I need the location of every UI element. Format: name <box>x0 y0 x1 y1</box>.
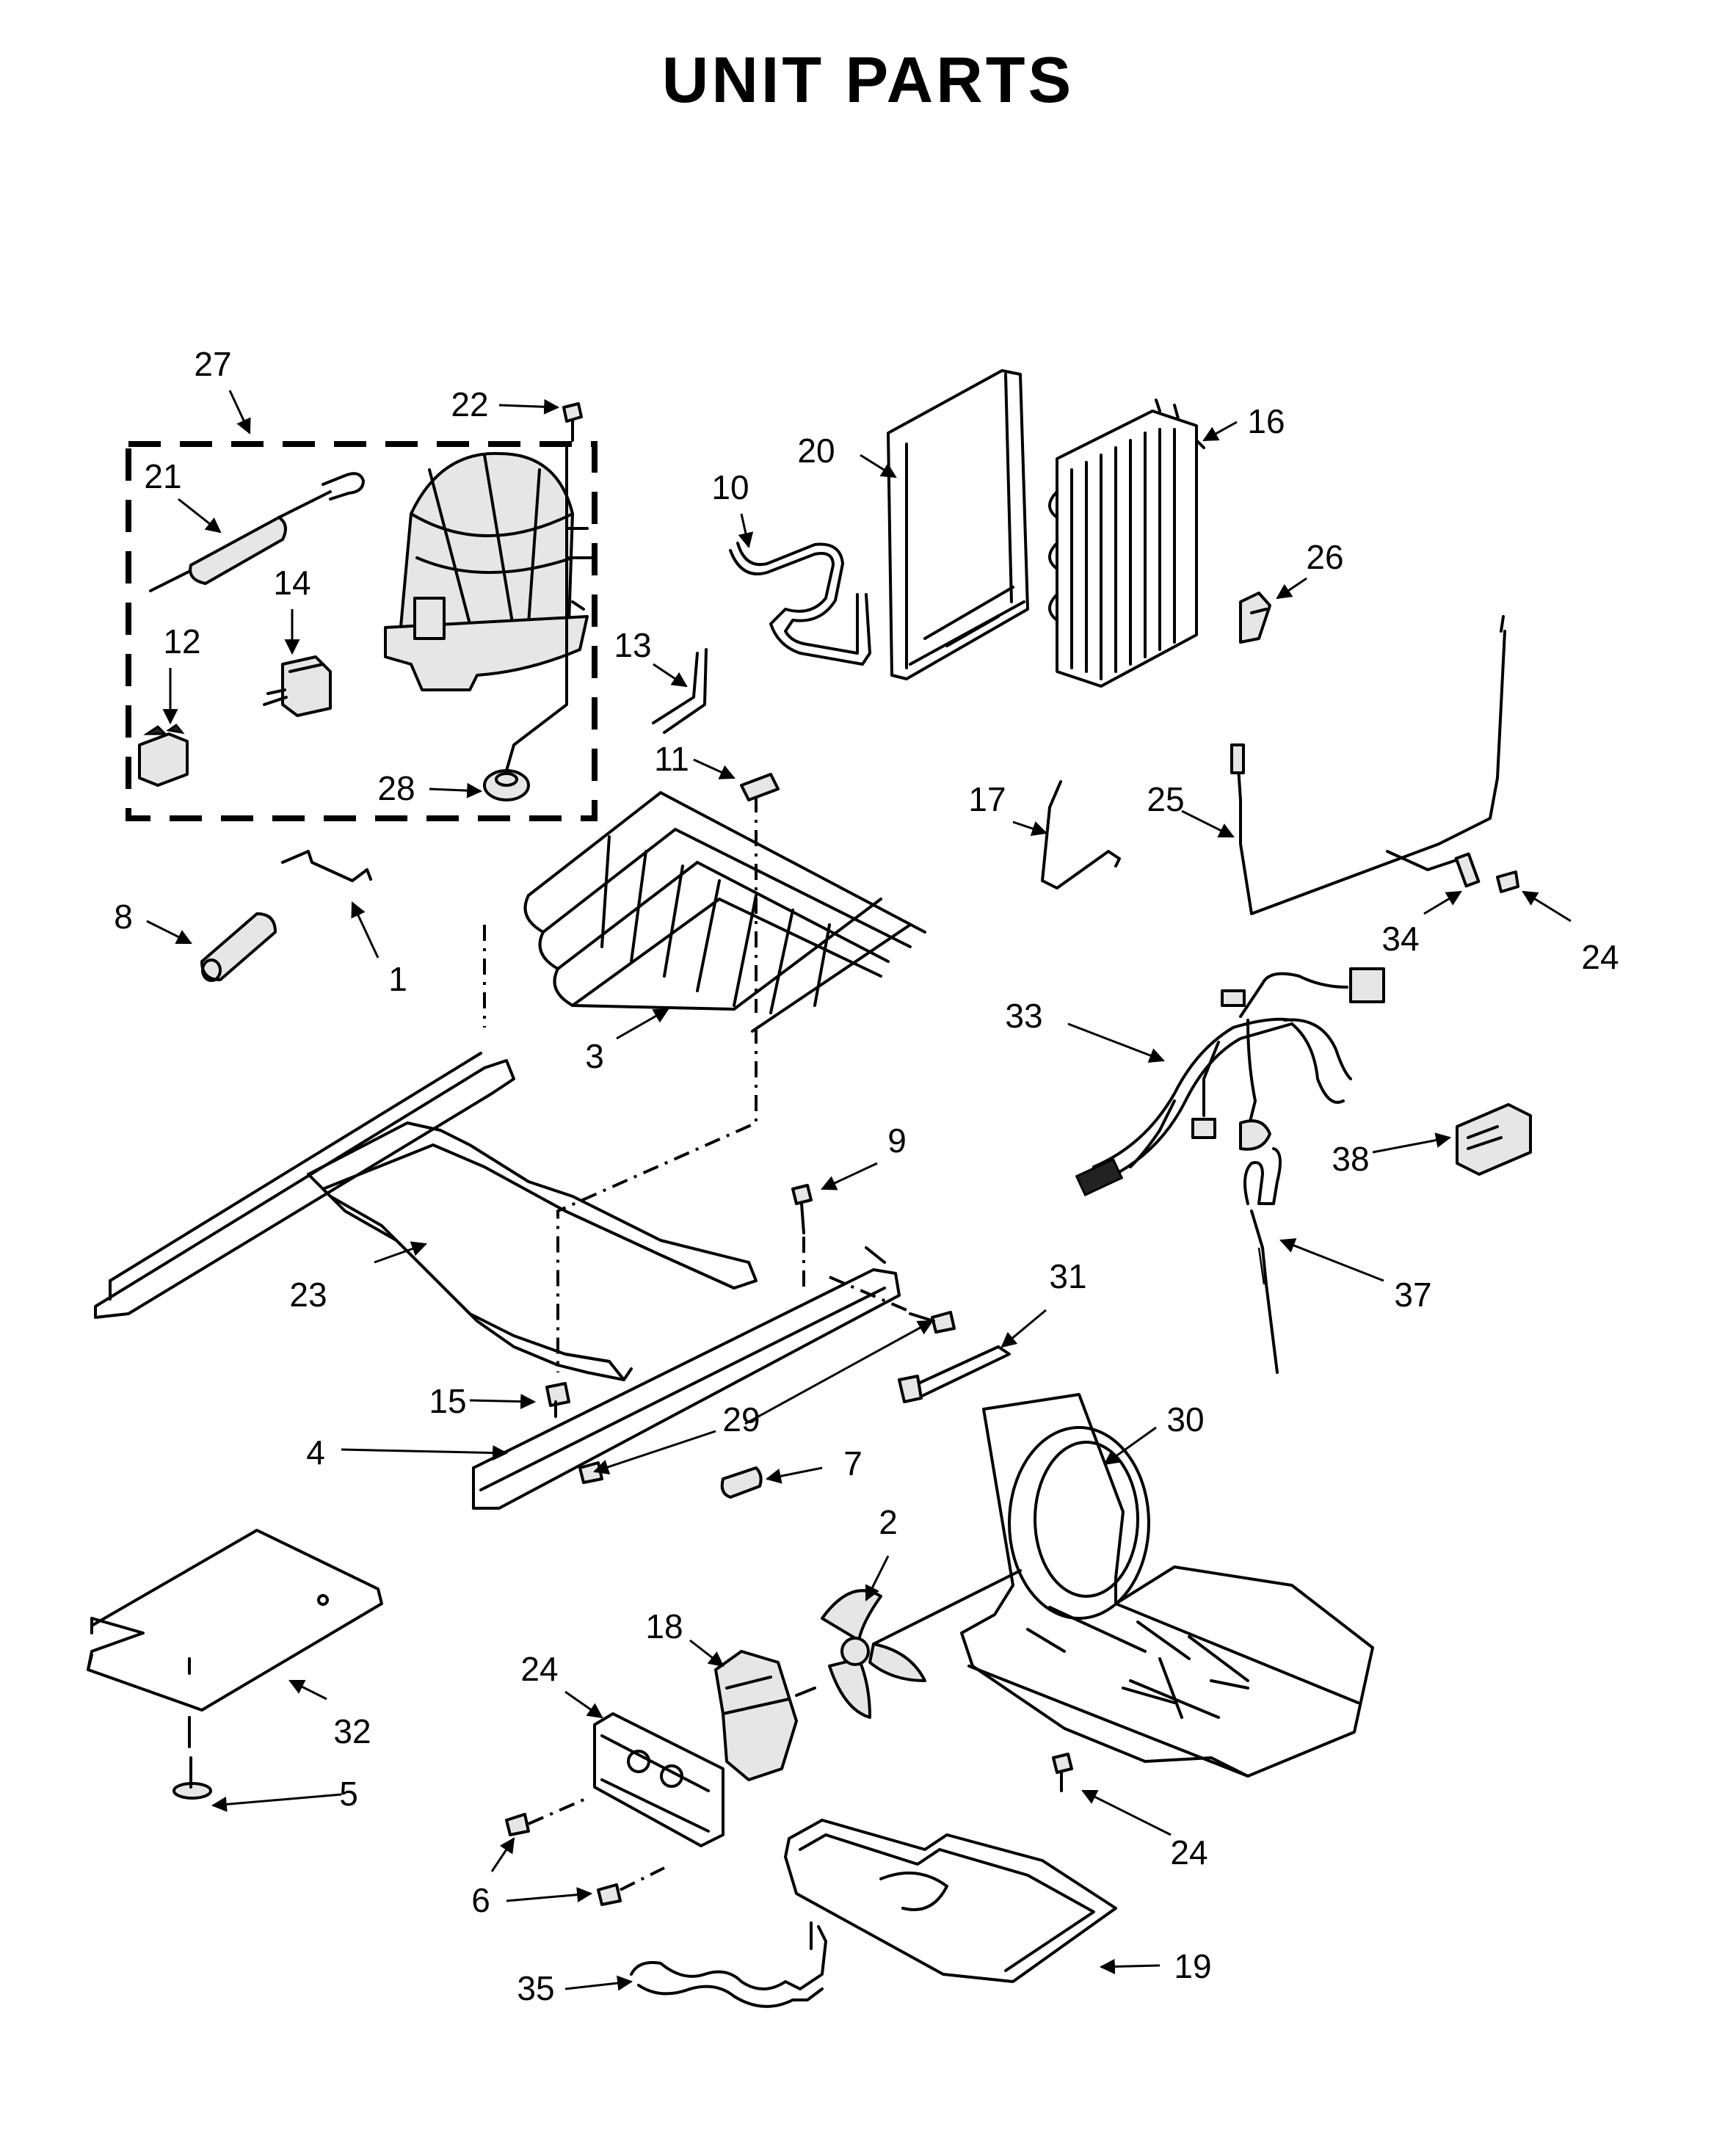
screw-6a-part <box>505 1797 588 1836</box>
evaporator-coil-part <box>523 791 926 1033</box>
drain-pan-part <box>784 1819 1117 1983</box>
compressor-kit-outline <box>126 441 598 821</box>
callout-37: 37 <box>1394 1276 1431 1314</box>
clip-17-part <box>1041 780 1121 890</box>
screw-6b-part <box>597 1866 665 1906</box>
foot-5-part <box>172 1756 212 1800</box>
callout-6: 6 <box>471 1881 490 1919</box>
screw-24a-part <box>1496 870 1519 893</box>
callout-25: 24 <box>520 1650 558 1688</box>
callout-22: 22 <box>451 385 488 423</box>
callout-3: 3 <box>585 1037 604 1075</box>
thermistor-26-part <box>1230 615 1506 915</box>
connector-7-part <box>720 1466 763 1499</box>
compressor-part <box>384 451 592 691</box>
callout-4: 4 <box>306 1433 325 1472</box>
clip-1-part <box>281 850 372 882</box>
callout-5: 5 <box>339 1775 358 1813</box>
screw-22-part <box>562 402 583 442</box>
screw-30a-part <box>909 1311 956 1334</box>
callout-24a: 24 <box>1581 938 1619 976</box>
strip-32-part <box>898 1345 1011 1403</box>
callout-32: 31 <box>1049 1257 1086 1295</box>
condenser-coil-part <box>1048 399 1205 688</box>
callout-30: 29 <box>722 1400 760 1439</box>
heater-part <box>630 1921 827 2008</box>
callout-38: 38 <box>1332 1140 1369 1178</box>
clip-27-part <box>1239 592 1271 644</box>
page-title: UNIT PARTS <box>661 43 1075 116</box>
cover-panel-part <box>87 1529 383 1748</box>
callout-28: 27 <box>194 345 231 383</box>
screw-15-part <box>545 1382 570 1418</box>
tube-13-part <box>652 648 708 734</box>
callout-35: 34 <box>1381 920 1419 958</box>
callout-2: 2 <box>879 1503 898 1541</box>
fan-shroud-base-part <box>960 1393 1374 1778</box>
callout-18: 18 <box>645 1607 683 1645</box>
callout-27: 26 <box>1306 538 1343 576</box>
frame-rails-part <box>94 1052 758 1381</box>
condenser-shroud-part <box>887 369 1029 680</box>
callout-14: 14 <box>273 564 310 602</box>
callout-36: 35 <box>517 1969 554 2007</box>
capacitor-part <box>138 723 189 787</box>
callout-labels: 27 22 21 14 12 28 20 10 16 26 13 11 8 1 … <box>114 345 1619 2007</box>
callout-12: 12 <box>163 622 200 661</box>
screw-24b-part <box>1052 1753 1073 1792</box>
callout-7: 7 <box>843 1444 862 1483</box>
callout-17: 17 <box>968 780 1006 818</box>
relay-part <box>149 472 365 592</box>
callout-24b: 24 <box>1170 1833 1207 1872</box>
callout-29: 28 <box>377 769 415 807</box>
screw-30b-part <box>578 1461 603 1484</box>
callout-8: 8 <box>114 898 133 936</box>
callout-9: 9 <box>887 1121 907 1160</box>
fan-blade-part <box>821 1589 926 1719</box>
sensor-wire-part <box>1243 1147 1282 1374</box>
callout-11: 11 <box>654 740 689 778</box>
callout-33: 32 <box>333 1712 371 1750</box>
plate-38-part <box>1456 1103 1532 1176</box>
callout-10: 10 <box>711 468 749 506</box>
motor-bracket-part <box>593 1712 724 1847</box>
wire-harness-part <box>1075 967 1385 1197</box>
clip-11-part <box>740 773 780 801</box>
screw-9-part <box>791 1184 813 1234</box>
callout-20: 20 <box>797 432 835 470</box>
leader-lines <box>146 390 1572 1991</box>
tube-10-part <box>729 542 871 666</box>
callout-26: 25 <box>1147 780 1184 818</box>
callout-13: 13 <box>614 626 651 664</box>
tube-8-part <box>200 912 277 982</box>
start-device-part <box>263 655 332 717</box>
front-rail-part <box>472 1246 901 1510</box>
callout-23: 23 <box>289 1276 327 1314</box>
grommet-part <box>483 769 530 801</box>
callout-1: 1 <box>388 960 407 998</box>
callout-21: 21 <box>144 457 181 495</box>
callout-31: 30 <box>1166 1400 1204 1439</box>
callout-15: 15 <box>429 1382 466 1420</box>
callout-16: 16 <box>1247 402 1285 440</box>
callout-34: 33 <box>1005 997 1042 1035</box>
callout-19: 19 <box>1174 1947 1211 1985</box>
fan-motor-part <box>714 1650 816 1781</box>
